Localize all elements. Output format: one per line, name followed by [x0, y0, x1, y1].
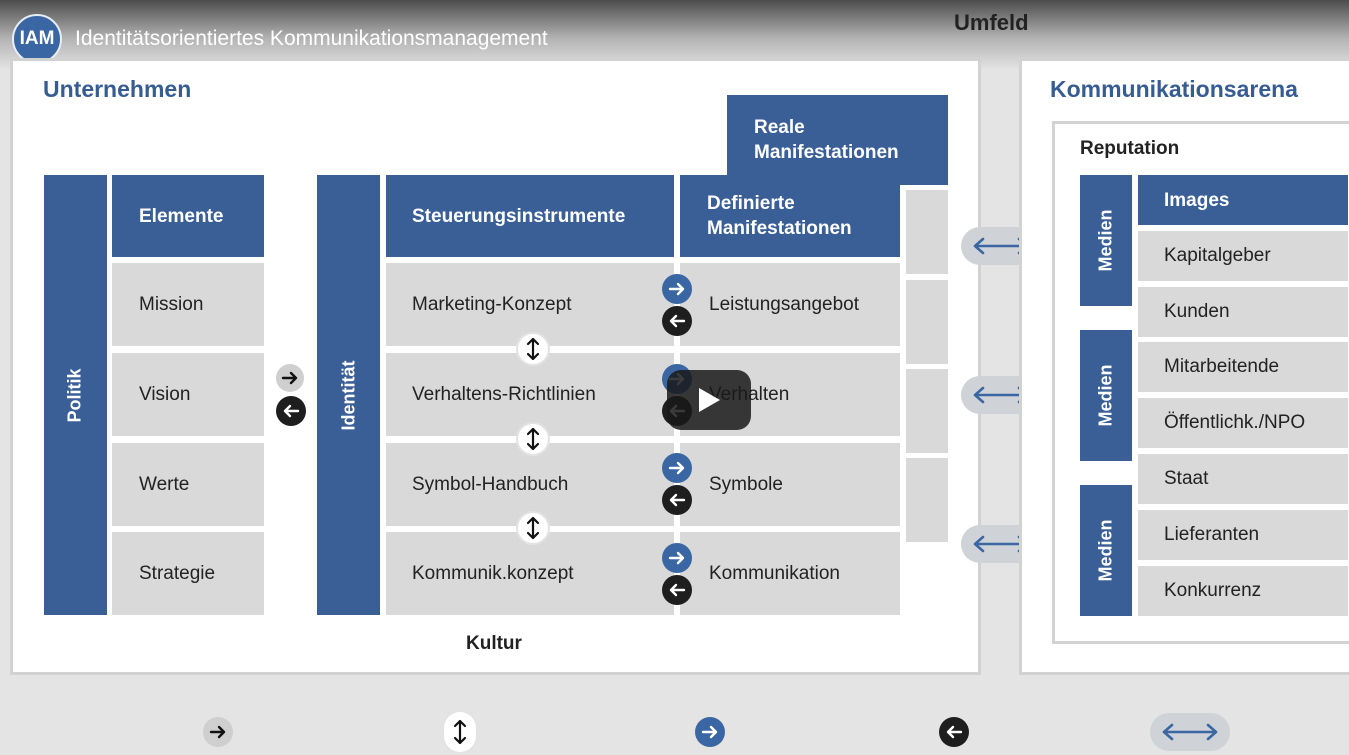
instrument-kommunik: Kommunik.konzept	[386, 532, 674, 615]
stakeholder-item: Öffentlichk./NPO	[1138, 398, 1348, 448]
arrow-right-icon	[662, 453, 692, 483]
defined-symbole: Symbole	[680, 443, 900, 526]
arrow-left-icon	[939, 717, 969, 747]
medien-bar: Medien	[1080, 175, 1132, 306]
real-cell	[906, 369, 948, 453]
arrow-updown-icon	[518, 424, 548, 454]
stakeholder-item: Kunden	[1138, 287, 1348, 337]
arrow-left-icon	[276, 396, 306, 426]
defined-header: Definierte Manifestationen	[680, 175, 900, 257]
medien-label: Medien	[1095, 519, 1116, 582]
stakeholder-item: Kapitalgeber	[1138, 231, 1348, 281]
stakeholder-item: Mitarbeitende	[1138, 342, 1348, 392]
instrument-verhalten: Verhaltens-Richtlinien	[386, 353, 674, 436]
play-icon	[699, 388, 720, 412]
video-title[interactable]: Identitätsorientiertes Kommunikationsman…	[75, 27, 548, 50]
arrow-left-icon	[662, 306, 692, 336]
arrow-right-icon	[695, 717, 725, 747]
medien-bar: Medien	[1080, 485, 1132, 616]
arrow-right-icon	[662, 274, 692, 304]
images-header-label: Images	[1164, 189, 1230, 211]
arrow-updown-icon	[444, 712, 476, 752]
politik-bar: Politik	[44, 175, 107, 615]
medien-label: Medien	[1095, 209, 1116, 272]
stakeholder-item: Staat	[1138, 454, 1348, 504]
identitaet-label: Identität	[338, 360, 358, 430]
arena-title: Kommunikationsarena	[1050, 76, 1298, 102]
play-button[interactable]	[667, 370, 751, 430]
company-title: Unternehmen	[43, 76, 192, 102]
defined-header-line1: Definierte	[707, 193, 795, 214]
arrow-left-icon	[662, 575, 692, 605]
arrow-right-icon	[276, 364, 304, 392]
medien-bar: Medien	[1080, 330, 1132, 461]
real-header-line1: Reale	[754, 117, 805, 138]
elements-header-label: Elemente	[139, 205, 224, 227]
stakeholder-item: Lieferanten	[1138, 510, 1348, 560]
real-cell	[906, 190, 948, 274]
defined-leistung: Leistungsangebot	[680, 263, 900, 346]
real-header-line2: Manifestationen	[754, 142, 899, 163]
arrow-updown-icon	[518, 513, 548, 543]
element-strategie: Strategie	[112, 532, 264, 615]
defined-kommunikation: Kommunikation	[680, 532, 900, 615]
instruments-header-label: Steuerungsinstrumente	[412, 205, 626, 227]
arrow-leftright-icon	[1150, 713, 1230, 751]
environment-label: Umfeld	[954, 10, 1029, 35]
politik-label: Politik	[64, 367, 85, 423]
defined-header-line2: Manifestationen	[707, 218, 852, 239]
real-cell	[906, 458, 948, 542]
arrow-updown-icon	[518, 334, 548, 364]
element-vision: Vision	[112, 353, 264, 436]
medien-label: Medien	[1095, 364, 1116, 427]
instruments-header: Steuerungsinstrumente	[386, 175, 674, 257]
element-werte: Werte	[112, 443, 264, 526]
stakeholder-item: Konkurrenz	[1138, 566, 1348, 616]
identitaet-bar: Identität	[317, 175, 380, 615]
images-header: Images	[1138, 175, 1348, 225]
instrument-marketing: Marketing-Konzept	[386, 263, 674, 346]
arrow-left-icon	[662, 485, 692, 515]
real-header: Reale Manifestationen	[727, 95, 948, 185]
culture-label: Kultur	[466, 633, 522, 654]
arrow-right-icon	[203, 717, 233, 747]
element-mission: Mission	[112, 263, 264, 346]
reputation-label: Reputation	[1080, 138, 1180, 159]
channel-logo[interactable]: IAM	[12, 14, 62, 64]
arrow-right-icon	[662, 543, 692, 573]
instrument-symbol: Symbol-Handbuch	[386, 443, 674, 526]
real-cell	[906, 280, 948, 364]
elements-header: Elemente	[112, 175, 264, 257]
